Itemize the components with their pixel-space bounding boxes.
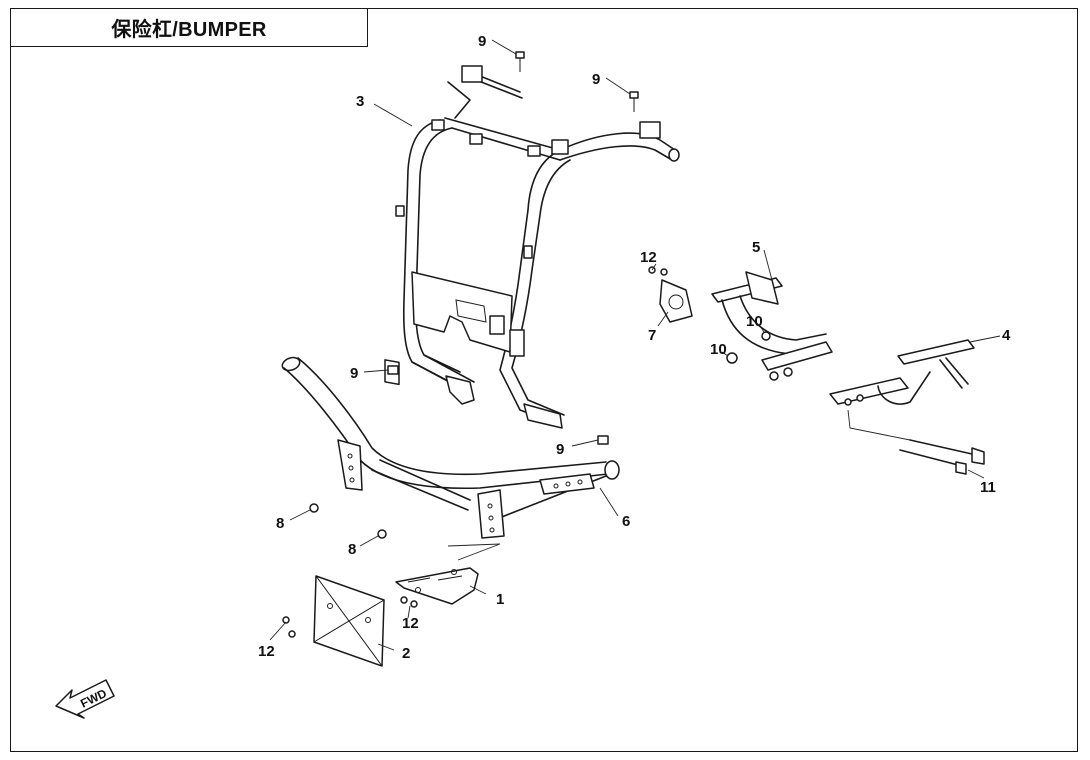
callout-3: 3 [356, 93, 364, 110]
callout-9-top-right: 9 [592, 71, 600, 88]
callout-12-upper: 12 [640, 249, 657, 266]
drawing-frame [10, 8, 1078, 752]
callout-7: 7 [648, 327, 656, 344]
callout-8-b: 8 [348, 541, 356, 558]
fastener-bolt-9-top [515, 51, 525, 72]
callout-12-plate: 12 [258, 643, 275, 660]
leader-lines [269, 39, 1001, 651]
callout-11: 11 [980, 479, 996, 496]
fastener-bolt-9-top-right [629, 91, 639, 112]
callout-labels: 3 9 9 9 9 8 8 6 1 2 12 12 12 5 7 10 10 4… [258, 33, 1011, 662]
fastener-bolt-9-right [597, 435, 609, 445]
fwd-arrow-icon: FWD [55, 679, 115, 719]
fastener-nut-8-a [309, 503, 319, 513]
fastener-12-upper [648, 266, 668, 276]
callout-10-b: 10 [710, 341, 727, 358]
callout-10-a: 10 [746, 313, 763, 330]
callout-8-a: 8 [276, 515, 284, 532]
bolt-part-11 [847, 409, 985, 475]
callout-9-left: 9 [350, 365, 358, 382]
gasket-part-7 [659, 279, 693, 323]
bracket-part-1 [395, 543, 501, 605]
fastener-nut-10-a [761, 331, 771, 341]
fastener-12-plate [282, 616, 296, 638]
callout-9-top: 9 [478, 33, 486, 50]
callout-1: 1 [496, 591, 504, 608]
callout-5: 5 [752, 239, 760, 256]
callout-6: 6 [622, 513, 630, 530]
fastener-12-bracket [400, 596, 418, 608]
fastener-nut-8-b [377, 529, 387, 539]
fastener-bolt-9-left [387, 365, 399, 375]
bumper-bar-part-6 [281, 356, 620, 539]
page-title: 保险杠/BUMPER [10, 8, 368, 47]
plate-part-2 [313, 575, 385, 667]
callout-2: 2 [402, 645, 410, 662]
bracket-part-5 [711, 271, 833, 381]
callout-12-bracket: 12 [402, 615, 419, 632]
callout-9-right: 9 [556, 441, 564, 458]
fastener-nut-10-b [726, 352, 738, 364]
callout-4: 4 [1002, 327, 1011, 344]
bracket-part-4 [829, 339, 975, 406]
frame-part-3 [384, 65, 680, 429]
